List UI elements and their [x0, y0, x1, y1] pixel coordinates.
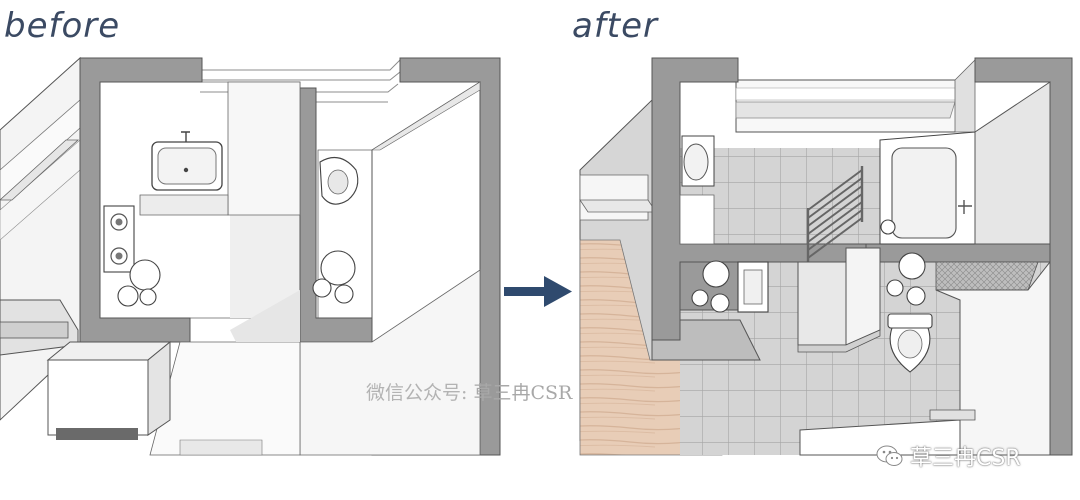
center-watermark-prefix: 微信公众号:	[366, 382, 468, 404]
wechat-icon	[876, 445, 903, 466]
right-arrow-icon	[504, 276, 572, 307]
after-washing-machine	[737, 261, 769, 313]
after-window-sill	[579, 199, 657, 213]
after-top-window	[735, 59, 976, 133]
before-cabinet	[46, 340, 172, 440]
after-label: after	[572, 6, 659, 46]
before-label: before	[4, 6, 121, 46]
after-towel-rack	[806, 166, 864, 262]
corner-watermark: 草三冉CSR	[876, 440, 1021, 472]
before-gas-stove	[103, 205, 135, 273]
after-ledge-left	[679, 260, 741, 313]
before-round-items-right	[312, 250, 356, 304]
before-squat-toilet	[319, 156, 359, 205]
before-round-items-left	[117, 259, 161, 307]
before-plan	[0, 56, 501, 456]
center-watermark-brand: 草三冉CSR	[473, 382, 573, 404]
after-toilet	[887, 313, 933, 373]
before-window-sill	[0, 139, 80, 201]
before-wash-basin	[151, 131, 223, 191]
after-plan	[579, 57, 1073, 456]
center-watermark: 微信公众号: 草三冉CSR	[366, 378, 572, 405]
after-mesh-panel	[935, 261, 1039, 291]
corner-watermark-brand: 草三冉CSR	[910, 446, 1021, 471]
after-wash-basin	[681, 135, 715, 187]
after-round-items-right	[886, 252, 926, 306]
after-bathtub	[879, 131, 976, 245]
after-glass-partition	[797, 247, 881, 353]
